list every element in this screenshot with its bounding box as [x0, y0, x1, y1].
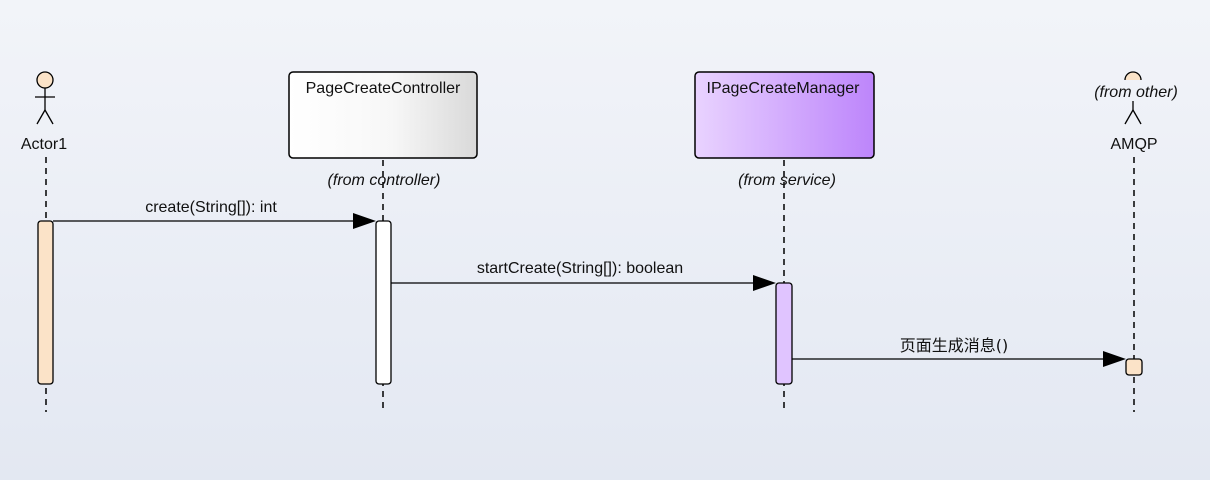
message-create-label: create(String[]): int [145, 199, 277, 216]
activation-controller [375, 220, 392, 385]
actor1-icon[interactable] [35, 71, 55, 125]
amqp-stereotype: (from other) [1094, 84, 1178, 101]
amqp-actor-icon[interactable] [1124, 71, 1142, 125]
message-page-generate-label: 页面生成消息() [900, 336, 1009, 355]
controller-box[interactable] [288, 71, 478, 159]
controller-label: PageCreateController [306, 80, 461, 97]
activation-amqp [1125, 358, 1143, 376]
manager-stereotype: (from service) [738, 172, 836, 189]
message-start-create[interactable] [391, 275, 776, 291]
activation-actor1 [37, 220, 54, 385]
manager-box[interactable] [694, 71, 875, 159]
message-start-create-label: startCreate(String[]): boolean [477, 260, 683, 277]
message-page-generate[interactable] [792, 351, 1126, 367]
manager-label: IPageCreateManager [707, 80, 861, 97]
activation-manager [775, 282, 793, 385]
message-create[interactable] [53, 213, 376, 229]
controller-stereotype: (from controller) [328, 172, 441, 189]
actor1-label: Actor1 [21, 136, 67, 153]
amqp-label: AMQP [1110, 136, 1157, 153]
